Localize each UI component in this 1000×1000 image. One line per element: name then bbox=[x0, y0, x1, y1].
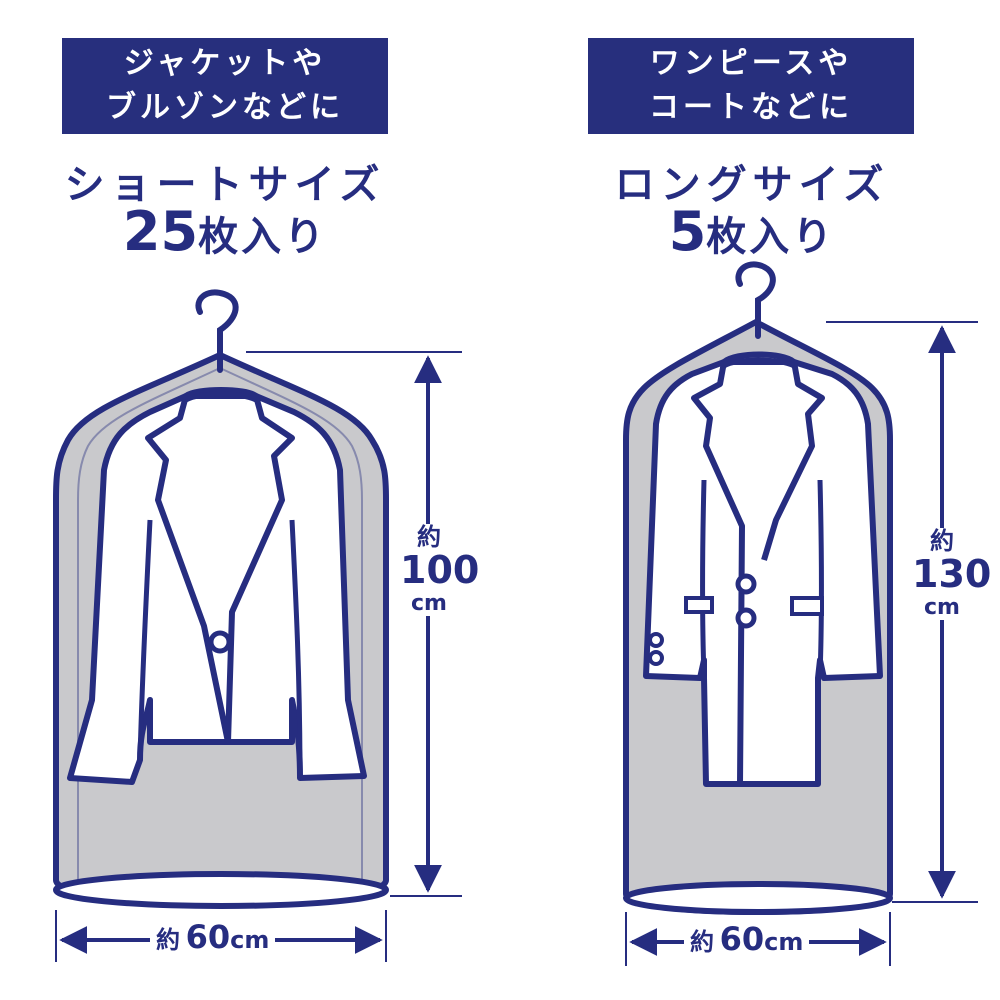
short-banner-line1: ジャケットや bbox=[123, 46, 327, 81]
long-length-prefix: 約 bbox=[930, 527, 954, 555]
long-count-unit: 枚入り bbox=[706, 214, 836, 260]
short-count: 25枚入り bbox=[15, 200, 435, 263]
coat-icon bbox=[643, 351, 883, 787]
long-banner-line1: ワンピースや bbox=[649, 46, 853, 81]
short-bag-inner-edge bbox=[77, 367, 363, 880]
short-width-unit: cm bbox=[230, 926, 270, 954]
long-length-unit: cm bbox=[924, 595, 960, 621]
long-width-prefix: 約 bbox=[690, 928, 714, 956]
short-count-number: 25 bbox=[122, 200, 199, 263]
long-garment-bag bbox=[623, 261, 893, 916]
short-length-value: 100 bbox=[400, 548, 480, 593]
short-width-value: 60 bbox=[185, 918, 231, 956]
short-hanger-hook bbox=[195, 289, 239, 373]
short-count-unit: 枚入り bbox=[198, 214, 328, 260]
long-banner-line2: コートなどに bbox=[649, 90, 853, 125]
short-length-prefix: 約 bbox=[417, 523, 441, 551]
long-length-value: 130 bbox=[912, 552, 992, 597]
long-length-label: 約 130 cm bbox=[912, 527, 992, 621]
short-banner-line2: ブルゾンなどに bbox=[106, 90, 344, 125]
long-size-panel: ワンピースや コートなどに ロングサイズ 5枚入り bbox=[500, 0, 1000, 1000]
long-count-number: 5 bbox=[668, 200, 707, 263]
short-bag-bottom-opening bbox=[53, 871, 389, 909]
short-height-dimension bbox=[246, 351, 462, 897]
long-size-title: ロングサイズ bbox=[614, 162, 890, 208]
short-length-label: 約 100 cm bbox=[400, 523, 480, 617]
jacket-icon bbox=[67, 387, 367, 785]
short-length-unit: cm bbox=[411, 591, 447, 617]
short-width-label: 約 60cm bbox=[150, 918, 276, 956]
long-width-unit: cm bbox=[764, 928, 804, 956]
short-width-prefix: 約 bbox=[156, 926, 180, 954]
short-size-panel: ジャケットや ブルゾンなどに ショートサイズ 25枚入り bbox=[15, 38, 435, 263]
long-size-banner: ワンピースや コートなどに bbox=[588, 38, 914, 134]
short-size-banner: ジャケットや ブルゾンなどに bbox=[62, 38, 388, 134]
long-hanger-hook bbox=[735, 261, 776, 339]
long-width-label: 約 60cm bbox=[684, 920, 810, 958]
long-width-value: 60 bbox=[719, 920, 765, 958]
short-garment-bag bbox=[53, 289, 389, 909]
long-bag-bottom-opening bbox=[623, 881, 893, 915]
long-count: 5枚入り bbox=[542, 200, 962, 263]
short-size-title: ショートサイズ bbox=[64, 162, 386, 208]
